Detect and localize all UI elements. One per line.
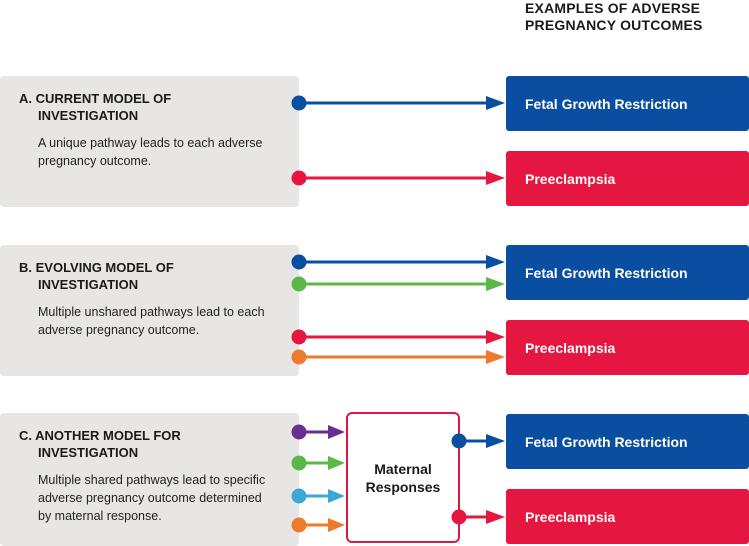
panel-c-title-line-1: C. ANOTHER MODEL FOR [19, 428, 181, 443]
panel-a-title: A. CURRENT MODEL OF INVESTIGATION [19, 90, 279, 124]
pathway-arrow-c-orange [291, 517, 345, 533]
pathway-arrow-b-orange [291, 349, 505, 365]
outcome-preeclampsia-c: Preeclampsia [506, 489, 749, 544]
outcome-preeclampsia-a: Preeclampsia [506, 151, 749, 206]
panel-a-title-line-2: INVESTIGATION [38, 108, 139, 123]
pathway-arrow-c-purple [291, 424, 345, 440]
outcome-fetal-growth-restriction-b: Fetal Growth Restriction [506, 245, 749, 300]
pathway-arrow-b-red [291, 329, 505, 345]
pathway-arrow-b-green [291, 276, 505, 292]
panel-c-title-line-2: INVESTIGATION [38, 445, 139, 460]
maternal-line-1: Maternal [374, 460, 432, 477]
pathway-arrow-a-red [291, 170, 505, 186]
outcome-fetal-growth-restriction-a: Fetal Growth Restriction [506, 76, 749, 131]
pathway-arrow-c-blue-output [451, 433, 505, 449]
panel-c-description: Multiple shared pathways lead to specifi… [38, 473, 266, 523]
panel-b-title: B. EVOLVING MODEL OF INVESTIGATION [19, 259, 279, 293]
pathway-arrow-b-blue [291, 254, 505, 270]
panel-evolving-model: B. EVOLVING MODEL OF INVESTIGATION Multi… [0, 245, 299, 376]
panel-a-title-line-1: A. CURRENT MODEL OF [19, 91, 172, 106]
panel-current-model: A. CURRENT MODEL OF INVESTIGATION A uniq… [0, 76, 299, 207]
pathway-arrow-a-blue [291, 95, 505, 111]
panel-b-description: Multiple unshared pathways lead to each … [38, 305, 265, 337]
panel-b-title-line-2: INVESTIGATION [38, 277, 139, 292]
pathway-arrow-c-red-output [451, 509, 505, 525]
maternal-line-2: Responses [365, 478, 441, 495]
panel-c-title: C. ANOTHER MODEL FOR INVESTIGATION [19, 427, 279, 461]
outcome-fetal-growth-restriction-c: Fetal Growth Restriction [506, 414, 749, 469]
panel-a-description: A unique pathway leads to each adverse p… [38, 136, 263, 168]
panel-another-model: C. ANOTHER MODEL FOR INVESTIGATION Multi… [0, 413, 299, 546]
pathway-arrow-c-lightblue [291, 488, 345, 504]
maternal-responses-box: Maternal Responses [346, 412, 460, 543]
header-line-1: EXAMPLES OF ADVERSE [525, 0, 701, 16]
panel-b-title-line-1: B. EVOLVING MODEL OF [19, 260, 174, 275]
outcomes-header: EXAMPLES OF ADVERSE PREGNANCY OUTCOMES [525, 0, 749, 34]
header-line-2: PREGNANCY OUTCOMES [525, 17, 703, 33]
pathway-arrow-c-green [291, 455, 345, 471]
outcome-preeclampsia-b: Preeclampsia [506, 320, 749, 375]
